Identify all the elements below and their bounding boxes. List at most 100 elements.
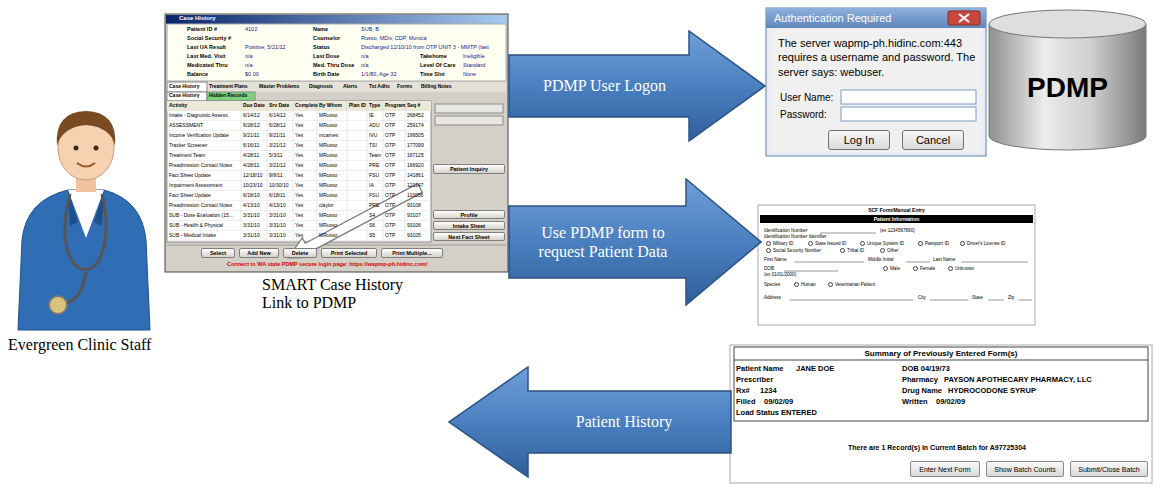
smart-window (167, 24, 506, 81)
table-cell: 4/13/10 (269, 203, 286, 209)
table-cell: 6/14/12 (269, 113, 286, 119)
node-text: Patient Inquiry (450, 166, 488, 172)
record-field: Filled (736, 398, 756, 406)
ui-button: Show Batch Counts (986, 461, 1064, 477)
smart-window (241, 101, 405, 242)
table-cell: MRusso (319, 223, 337, 229)
clinic-staff-figure (64, 272, 86, 304)
arrow-text-area: Patient History (524, 366, 724, 478)
clinic-staff-figure (18, 111, 150, 330)
block-arrow: Use PDMP form to request Patient Data (508, 178, 762, 306)
smart-window (267, 101, 268, 242)
login-dialog (841, 90, 976, 104)
table-cell: 9/21/11 (243, 133, 259, 139)
table-cell: 6/14/12 (243, 113, 260, 119)
table-cell: 12/18/10 (243, 173, 262, 179)
table-cell: 3/31/10 (243, 213, 260, 219)
table-cell: PRE (369, 163, 379, 169)
table-cell: Yes (295, 153, 303, 159)
smart-window (435, 104, 503, 113)
node-text: Print Selected (331, 250, 368, 256)
clinic-staff-figure (68, 190, 104, 238)
table-cell: 121147 (407, 183, 423, 189)
ui-button: Select (201, 248, 235, 258)
radio-option: Female (913, 266, 935, 271)
tab-label: Case History (169, 84, 200, 90)
smart-window (293, 101, 294, 242)
table-cell: 93106 (407, 223, 421, 229)
table-cell: S5 (369, 233, 375, 239)
record-field: Prescriber (736, 376, 773, 384)
table-cell: OTP (385, 153, 395, 159)
radio-option: Social Security Number (766, 248, 821, 253)
dialog-title: Authentication Required (774, 12, 944, 24)
field-value: 4102 (245, 26, 257, 32)
field-label: Birth Date (313, 71, 339, 77)
table-cell: OTP (385, 213, 395, 219)
dialog-message: The server wapmp-ph.hidinc.com:443 requi… (778, 36, 978, 79)
clinic-staff-figure (74, 146, 79, 151)
record-field: HYDROCODONE SYRUP (948, 387, 1036, 395)
radio-option: Military ID (766, 241, 793, 246)
ui-button: Enter Next Form (910, 461, 980, 477)
table-cell: IE (369, 113, 374, 119)
patient-history-window (730, 345, 1152, 483)
record-field: DOB 04/19/73 (902, 365, 950, 373)
table-cell: S4 (369, 213, 375, 219)
table-cell: Yes (295, 213, 303, 219)
smart-window (167, 101, 431, 111)
table-cell: IA (369, 183, 374, 189)
pdmp-form (930, 300, 968, 301)
smart-window (167, 82, 506, 92)
window-title: Case History (179, 15, 216, 22)
table-cell: FSU (369, 193, 379, 199)
block-arrow-shape (508, 178, 762, 306)
table-cell: 3/21/12 (269, 143, 286, 149)
tab-label: Alerts (343, 84, 357, 90)
cylinder-shape (989, 10, 1146, 38)
tab-label: Forms (397, 84, 412, 90)
smart-window (383, 101, 384, 242)
ui-button: Patient Inquiry (433, 164, 505, 174)
column-header: Seq # (407, 103, 420, 109)
field-value: Positive, 5/21/12 (245, 44, 286, 50)
arrow-label: Patient History (576, 412, 672, 431)
radio-option: Human (794, 282, 816, 287)
table-cell: PRE (369, 203, 379, 209)
table-cell: Yes (295, 173, 303, 179)
table-cell: SUB - Dose Evaluation (15... (169, 213, 233, 219)
record-field: Rx# (736, 387, 750, 395)
form-hint: (ex 1234567890) (880, 228, 915, 233)
pdmp-form (961, 262, 1028, 263)
field-label: Social Security # (187, 35, 231, 41)
table-cell: 259174 (407, 123, 424, 129)
table-cell: Intake - Diagnostic Assess. (169, 113, 229, 119)
ui-button: Intake Sheet (433, 221, 505, 230)
field-value: Discharged 12/10/10 from OTP UNIT 3 - MM… (361, 44, 489, 50)
field-label: Takehome (420, 53, 447, 59)
record-field: Patient Name (736, 365, 784, 373)
smart-window (165, 14, 508, 272)
table-cell: Yes (295, 163, 303, 169)
tab-label: Master Problems (259, 84, 299, 90)
form-title: SCF Form/Manual Entry (758, 207, 1035, 213)
clinic-staff-figure (49, 296, 67, 314)
field-label: Status (313, 44, 330, 50)
table-cell: mcarnes (319, 133, 338, 139)
table-cell: Fact Sheet Update (169, 173, 211, 179)
tab-label: Tst Adhs (369, 84, 390, 90)
table-cell: OTP (385, 133, 395, 139)
record-field: PAYSON APOTHECARY PHARMACY, LLC (944, 376, 1092, 384)
table-cell: MRusso (319, 143, 337, 149)
field-value: n/a (361, 62, 369, 68)
block-arrow-shape (509, 31, 765, 141)
auth-dialog: Authentication RequiredThe server wapmp-… (766, 8, 986, 156)
table-cell: OTP (385, 183, 395, 189)
field-label: Med. Thru Dose (313, 62, 354, 68)
column-header: Program (385, 103, 406, 109)
record-field: Written (902, 398, 928, 406)
dialog-button: Log In (828, 130, 890, 150)
pdmp-form (906, 262, 930, 263)
form-field-label: DOB (764, 266, 774, 271)
table-cell: 4/13/10 (243, 203, 260, 209)
